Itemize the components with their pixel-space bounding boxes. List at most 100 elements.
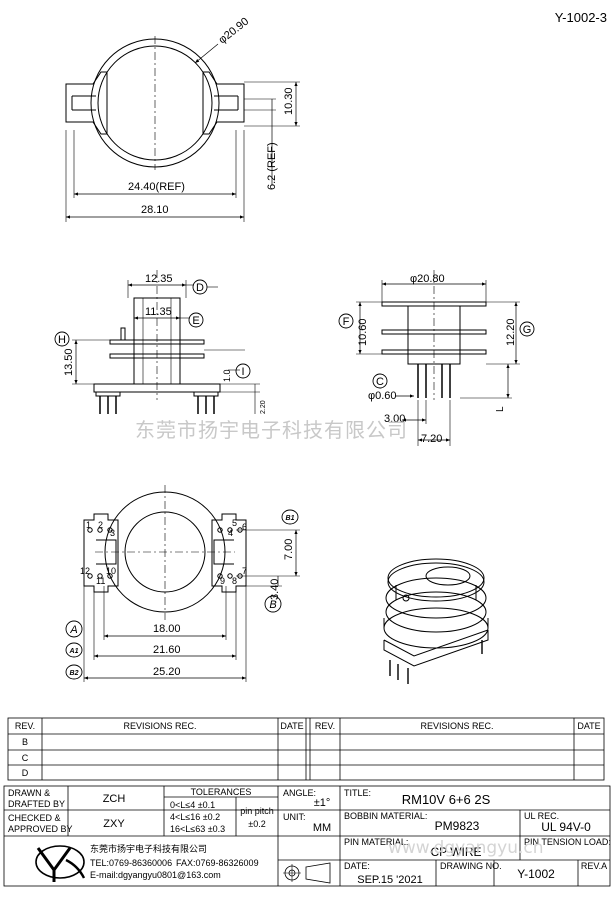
rev-header-right: REV. (315, 721, 335, 731)
dim-side-1135: 11.35 (145, 306, 172, 318)
top-view (65, 36, 300, 222)
company-name: 东莞市扬宇电子科技有限公司 (90, 843, 207, 854)
pin-pitch-label: pin pitch (240, 806, 274, 816)
approved-label: APPROVED BY (8, 824, 73, 834)
company-tel: TEL:0769-86360006 (90, 858, 172, 868)
drawing-no-value: Y-1002 (517, 867, 555, 881)
right-view (356, 270, 520, 446)
watermark-company: 东莞市扬宇电子科技有限公司 (135, 418, 408, 442)
dim-right-300: 3.00 (384, 413, 405, 425)
drawing-no-label: DRAWING NO. (440, 861, 502, 871)
dim-bot-1800: 18.00 (153, 623, 181, 635)
pin-number: 2 (98, 520, 103, 530)
company-email: E-mail:dgyangyu0801@163.com (90, 870, 221, 880)
dim-right-720: 7.20 (421, 433, 442, 445)
revision-table-text: REV. REVISIONS REC. DATE REV. REVISIONS … (15, 721, 601, 778)
pin-number: 6 (242, 522, 247, 532)
marker-B2: B2 (70, 670, 79, 677)
dim-top-h1: 10.30 (283, 87, 295, 115)
rev-rec-header-right: REVISIONS REC. (420, 721, 493, 731)
marker-G: G (523, 324, 532, 336)
side-view (72, 270, 260, 414)
ul-label: UL REC. (524, 811, 559, 821)
date-value: SEP.15 '2021 (357, 874, 423, 886)
marker-B1: B1 (286, 515, 295, 522)
bobbin-value: PM9823 (435, 819, 480, 833)
angle-value: ±1° (314, 797, 331, 809)
marker-I: I (241, 366, 244, 378)
pin-number: 1 (86, 520, 91, 530)
marker-A: A (69, 624, 77, 636)
rev-label: REV.A (581, 861, 607, 871)
pin-tension-label: PIN TENSION LOAD: (524, 837, 611, 847)
drawn-value: ZCH (103, 793, 126, 805)
rev-date-header: DATE (280, 721, 303, 731)
checked-value: ZXY (103, 818, 125, 830)
pin-number: 10 (106, 566, 116, 576)
marker-C: C (376, 376, 384, 388)
pin-material-label: PIN MATERIAL: (344, 837, 408, 847)
dim-top-2440: 24.40(REF) (128, 181, 185, 193)
dim-bot-2160: 21.60 (153, 644, 181, 656)
marker-D: D (196, 282, 204, 294)
dim-side-220: 2.20 (260, 400, 267, 414)
title-block (3, 785, 611, 887)
drafted-label: DRAFTED BY (8, 799, 65, 809)
dim-top-dia: φ20.90 (216, 16, 251, 47)
title-block-text: DRAWN & DRAFTED BY ZCH CHECKED & APPROVE… (8, 787, 611, 886)
angle-label: ANGLE: (283, 788, 316, 798)
revision-table (7, 717, 605, 781)
marker-B: B (269, 599, 276, 611)
dim-bot-700: 7.00 (283, 539, 295, 560)
pin-number: 8 (232, 576, 237, 586)
dim-right-L: L (495, 406, 506, 412)
right-view-labels: φ20.80 10.60 12.20 φ0.60 3.00 7.20 L (357, 273, 517, 445)
dim-bot-340: 3.40 (269, 579, 281, 600)
tolerance-row: 4<L≤16 ±0.2 (170, 812, 220, 822)
bobbin-label: BOBBIN MATERIAL: (344, 811, 427, 821)
title-label: TITLE: (344, 788, 371, 798)
rev-row-label: D (22, 768, 29, 778)
bottom-view-labels: 1 2 3 4 5 6 7 8 9 10 11 12 7.00 3.40 18.… (80, 518, 295, 678)
drawn-label: DRAWN & (8, 788, 50, 798)
pin-number: 3 (110, 528, 115, 538)
pin-number: 4 (228, 528, 233, 538)
pin-number: 5 (232, 518, 237, 528)
rev-date-header-right: DATE (577, 721, 600, 731)
rev-row-label: C (22, 753, 29, 763)
dim-top-ref62: 6.2 (REF) (266, 142, 278, 190)
dim-right-2080: φ20.80 (410, 273, 445, 285)
unit-label: UNIT: (283, 812, 306, 822)
pin-number: 9 (220, 576, 225, 586)
url-watermark: www.dgyangyu.cn (388, 838, 544, 858)
company-logo (35, 845, 86, 882)
pin-number: 11 (96, 576, 105, 586)
doc-code: Y-1002-3 (555, 10, 607, 25)
checked-label: CHECKED & (8, 813, 61, 823)
dim-right-1060: 10.60 (357, 318, 369, 346)
dim-right-1220: 12.20 (505, 318, 517, 346)
side-view-labels: 12.35 11.35 13.50 1.0 2.20 (63, 273, 267, 414)
tolerance-row: 0<L≤4 ±0.1 (170, 800, 215, 810)
rev-header: REV. (15, 721, 35, 731)
company-fax: FAX:0769-86326009 (176, 858, 259, 868)
tolerances-label: TOLERANCES (191, 787, 252, 797)
marker-H: H (58, 334, 66, 346)
tolerance-row: 16<L≤63 ±0.3 (170, 824, 225, 834)
dim-bot-2520: 25.20 (153, 666, 181, 678)
dim-side-1350: 13.50 (63, 348, 75, 376)
date-label: DATE: (344, 861, 370, 871)
rev-rec-header: REVISIONS REC. (123, 721, 196, 731)
pin-pitch-value: ±0.2 (248, 819, 265, 829)
marker-F: F (343, 316, 350, 328)
pin-number: 7 (242, 566, 247, 576)
dim-top-2810: 28.10 (141, 204, 169, 216)
pin-material-value: CP WIRE (430, 845, 481, 859)
bottom-view (83, 485, 300, 682)
ul-value: UL 94V-0 (541, 820, 591, 834)
callout-markers (54, 279, 535, 680)
dim-side-1235: 12.35 (145, 273, 173, 285)
marker-E: E (192, 315, 199, 327)
dim-right-060: φ0.60 (368, 390, 397, 402)
